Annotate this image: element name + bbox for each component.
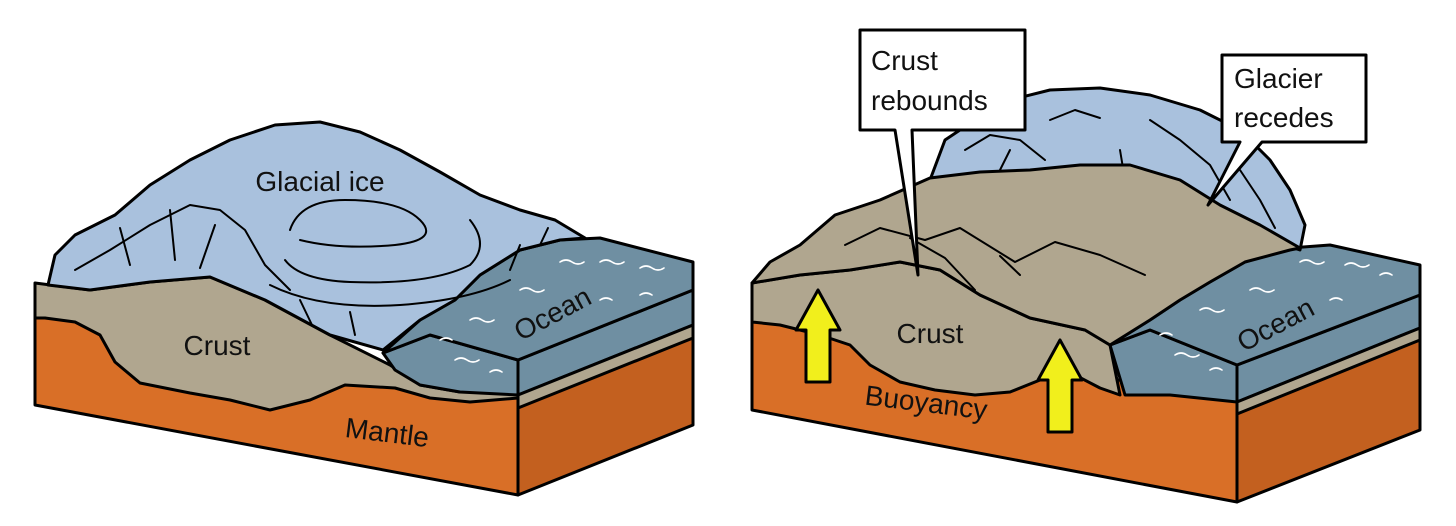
callout-crust-line1: Crust (871, 45, 938, 76)
left-ocean-floor (516, 323, 695, 410)
right-land-ridges (844, 227, 1146, 291)
right-ocean-waves (1159, 259, 1393, 371)
right-block-diagram: Crust Buoyancy Ocean Crust rebounds Glac… (750, 28, 1422, 504)
left-crust-label: Crust (184, 330, 251, 361)
right-ocean-floor (1235, 326, 1422, 416)
left-ocean-waves (439, 259, 665, 373)
left-glacial-ice (46, 120, 587, 352)
callout-glacier-recedes: Glacier recedes (1206, 53, 1368, 207)
callout-glacier-line2: recedes (1234, 102, 1334, 133)
callout-crust-rebounds: Crust rebounds (858, 28, 1027, 277)
left-ice-contours (74, 199, 549, 336)
callout-glacier-line1: Glacier (1234, 63, 1323, 94)
buoyancy-arrow-right (1036, 338, 1084, 434)
buoyancy-arrow-left (794, 288, 842, 384)
left-glacial-ice-label: Glacial ice (255, 166, 384, 197)
right-crust-label: Crust (897, 318, 964, 349)
left-block-diagram: Glacial ice Crust Mantle Ocean (33, 120, 695, 497)
callout-crust-line2: rebounds (871, 85, 988, 116)
